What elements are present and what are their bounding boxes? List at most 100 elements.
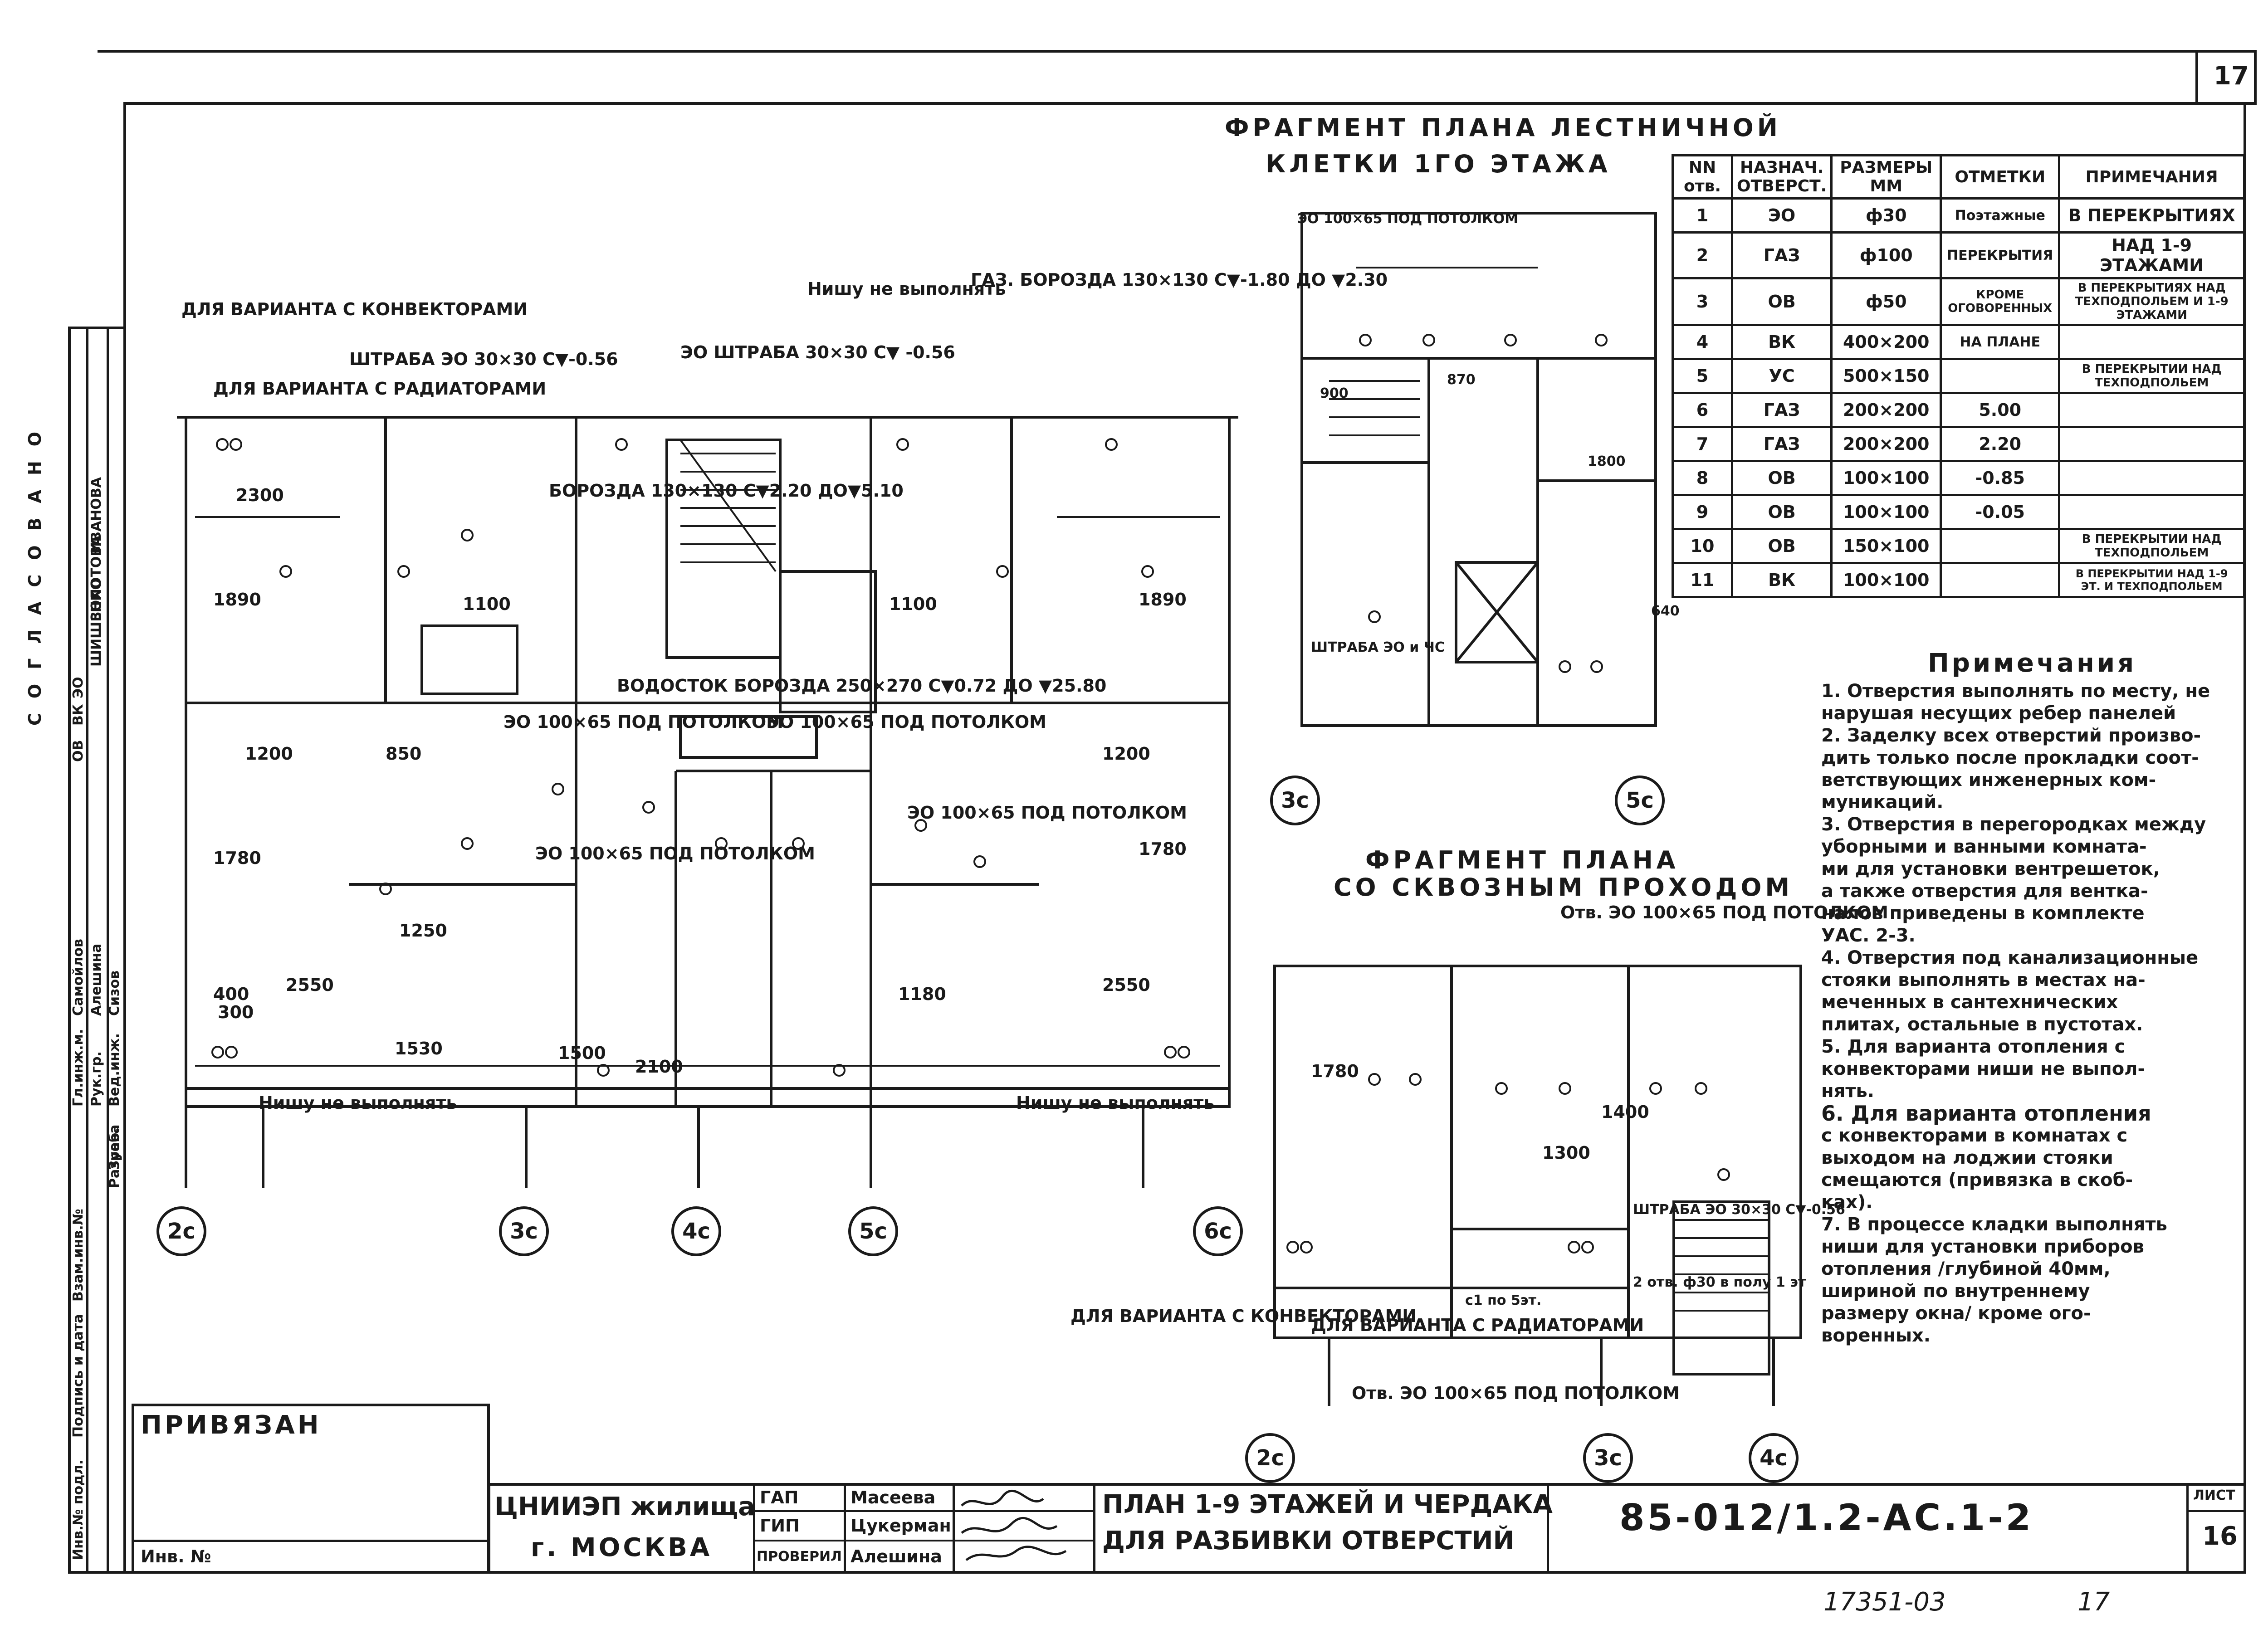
note-line: отопления /глубиной 40мм, bbox=[1821, 1258, 2111, 1279]
table-cell: ОВ bbox=[1730, 528, 1833, 564]
note-line: выходом на лоджии стояки bbox=[1821, 1147, 2113, 1168]
table-cell: 11 bbox=[1672, 562, 1733, 598]
dim-1890-left: 1890 bbox=[213, 590, 261, 610]
axis-passage-0: 2с bbox=[1245, 1433, 1295, 1483]
passage-label-otv: Отв. ЭО 100×65 ПОД ПОТОЛКОМ bbox=[1560, 902, 1888, 922]
dim-1180: 1180 bbox=[898, 984, 946, 1004]
label-eo-ceiling-3: ЭО 100×65 ПОД ПОТОЛКОМ bbox=[535, 844, 815, 863]
table-cell: 200×200 bbox=[1830, 426, 1942, 462]
axis-main-1: 3с bbox=[499, 1206, 549, 1256]
title-block-hline bbox=[753, 1510, 1093, 1512]
stamp-role-2-name: Сизов bbox=[107, 970, 122, 1016]
passage-dim-1780: 1780 bbox=[1311, 1061, 1359, 1081]
label-eo-ceiling-4: ЭО 100×65 ПОД ПОТОЛКОМ bbox=[907, 803, 1187, 823]
passage-otv-floor: 2 отв. ф30 в полу 1 эт bbox=[1633, 1274, 1806, 1290]
org-name: ЦНИИЭП жилища bbox=[494, 1492, 755, 1522]
passage-plan bbox=[1273, 965, 1802, 1406]
stamp-divider bbox=[107, 327, 109, 1574]
table-cell: ГАЗ bbox=[1730, 392, 1833, 428]
people-name-2: Алешина bbox=[850, 1546, 942, 1566]
stamp-role-2: Вед.инж. bbox=[107, 1033, 122, 1107]
title-block-divider bbox=[844, 1483, 846, 1574]
table-cell: ГАЗ bbox=[1730, 231, 1833, 279]
main-floor-plan bbox=[177, 416, 1238, 1188]
passage-variant-convectors: ДЛЯ ВАРИАНТА С КОНВЕКТОРАМИ bbox=[1070, 1306, 1417, 1326]
org-city: г. МОСКВА bbox=[531, 1533, 713, 1562]
table-cell: -0.85 bbox=[1940, 460, 2061, 496]
table-cell: ОВ bbox=[1730, 460, 1833, 496]
axis-stair-1: 5с bbox=[1615, 776, 1665, 825]
table-cell: ЭО bbox=[1730, 197, 1833, 234]
stair-dim-1800: 1800 bbox=[1588, 454, 1626, 469]
stamp-divider bbox=[86, 327, 88, 1574]
title-block bbox=[488, 1483, 2246, 1574]
top-rule bbox=[98, 50, 2257, 53]
table-cell: ВК bbox=[1730, 324, 1833, 360]
drawing-title-line-2: ДЛЯ РАЗБИВКИ ОТВЕРСТИЙ bbox=[1102, 1526, 1515, 1556]
label-gas-groove: ГАЗ. БОРОЗДА 130×130 С▼-1.80 ДО ▼2.30 bbox=[971, 270, 1388, 290]
title-block-divider bbox=[2186, 1483, 2189, 1574]
note-line: шириной по внутреннему bbox=[1821, 1281, 2090, 1302]
table-cell: 2.20 bbox=[1940, 426, 2061, 462]
notes-block: 1. Отверстия выполнять по месту, не нару… bbox=[1821, 680, 2210, 1347]
label-eo-shtraba: ЭО ШТРАБА 30×30 С▼ -0.56 bbox=[680, 342, 955, 362]
people-role-1: ГИП bbox=[760, 1516, 800, 1536]
dim-1780-left: 1780 bbox=[213, 848, 261, 868]
table-cell: 1 bbox=[1672, 197, 1733, 234]
note-line: 3. Отверстия в перегородках между bbox=[1821, 814, 2206, 835]
left-stamp bbox=[68, 327, 126, 1574]
dim-1100-left: 1100 bbox=[463, 594, 511, 614]
table-cell: 5 bbox=[1672, 358, 1733, 394]
table-header-cell: ОТМЕТКИ bbox=[1940, 154, 2061, 200]
label-niche-bottom-left: Нишу не выполнять bbox=[259, 1093, 457, 1113]
table-cell: ОВ bbox=[1730, 277, 1833, 326]
table-cell bbox=[2058, 494, 2245, 530]
note-line: дить только после прокладки соот- bbox=[1821, 747, 2199, 768]
stamp-row-2-dept: ЭО bbox=[70, 677, 86, 698]
note-line: 4. Отверстия под канализационные bbox=[1821, 947, 2199, 968]
passage-dim-1400: 1400 bbox=[1601, 1102, 1649, 1122]
axis-main-2: 4с bbox=[671, 1206, 721, 1256]
stamp-field-0: Взам.инв.№ bbox=[70, 1209, 86, 1302]
table-cell: ф30 bbox=[1830, 197, 1942, 234]
stamp-field-2: Инв.№ подл. bbox=[70, 1459, 86, 1560]
table-cell: ф100 bbox=[1830, 231, 1942, 279]
axis-main-4: 6с bbox=[1193, 1206, 1243, 1256]
note-line: размеру окна/ кроме ого- bbox=[1821, 1303, 2091, 1324]
table-cell: ПЕРЕКРЫТИЯ bbox=[1940, 231, 2061, 279]
dim-2550-left: 2550 bbox=[286, 975, 334, 995]
label-niche-bottom-right: Нишу не выполнять bbox=[1016, 1093, 1215, 1113]
table-cell: ГАЗ bbox=[1730, 426, 1833, 462]
table-cell: 8 bbox=[1672, 460, 1733, 496]
stair-title-line-1: ФРАГМЕНТ ПЛАНА ЛЕСТНИЧНОЙ bbox=[1225, 113, 1781, 142]
stamp-role-0: Гл.инж.м. bbox=[70, 1029, 86, 1107]
table-header-cell: ПРИМЕЧАНИЯ bbox=[2058, 154, 2245, 200]
label-variant-radiators: ДЛЯ ВАРИАНТА С РАДИАТОРАМИ bbox=[213, 379, 547, 399]
table-cell: 2 bbox=[1672, 231, 1733, 279]
openings-table: NN отв. НАЗНАЧ. ОТВЕРСТ. РАЗМЕРЫ ММ ОТМЕ… bbox=[1672, 154, 2245, 598]
table-cell: ф50 bbox=[1830, 277, 1942, 326]
table-cell bbox=[1940, 528, 2061, 564]
footer-code: 17351-03 bbox=[1823, 1587, 1946, 1617]
note-line: ках). bbox=[1821, 1192, 1873, 1213]
label-eo-ceiling-2: ЭО 100×65 ПОД ПОТОЛКОМ bbox=[767, 712, 1046, 732]
table-header-cell: NN отв. bbox=[1672, 154, 1733, 200]
title-block-divider bbox=[1093, 1483, 1095, 1574]
note-line: ми для установки вентрешеток, bbox=[1821, 858, 2160, 879]
signatures bbox=[961, 1489, 1067, 1561]
stamp-role-0-name: Самойлов bbox=[70, 939, 86, 1016]
passage-dim-1300: 1300 bbox=[1542, 1143, 1590, 1163]
note-line: муникаций. bbox=[1821, 792, 1944, 813]
people-role-2: ПРОВЕРИЛ bbox=[757, 1549, 842, 1565]
dim-1200-right: 1200 bbox=[1102, 744, 1150, 764]
people-name-0: Масеева bbox=[850, 1488, 936, 1507]
table-cell bbox=[2058, 426, 2245, 462]
table-cell: НА ПЛАНЕ bbox=[1940, 324, 2061, 360]
table-cell: В ПЕРЕКРЫТИЯХ bbox=[2058, 197, 2245, 234]
note-line: с конвекторами в комнатах с bbox=[1821, 1125, 2128, 1146]
dim-1530-left: 1530 bbox=[395, 1039, 443, 1058]
table-cell: В ПЕРЕКРЫТИИ НАД 1-9 ЭТ. И ТЕХПОДПОЛЬЕМ bbox=[2058, 562, 2245, 598]
